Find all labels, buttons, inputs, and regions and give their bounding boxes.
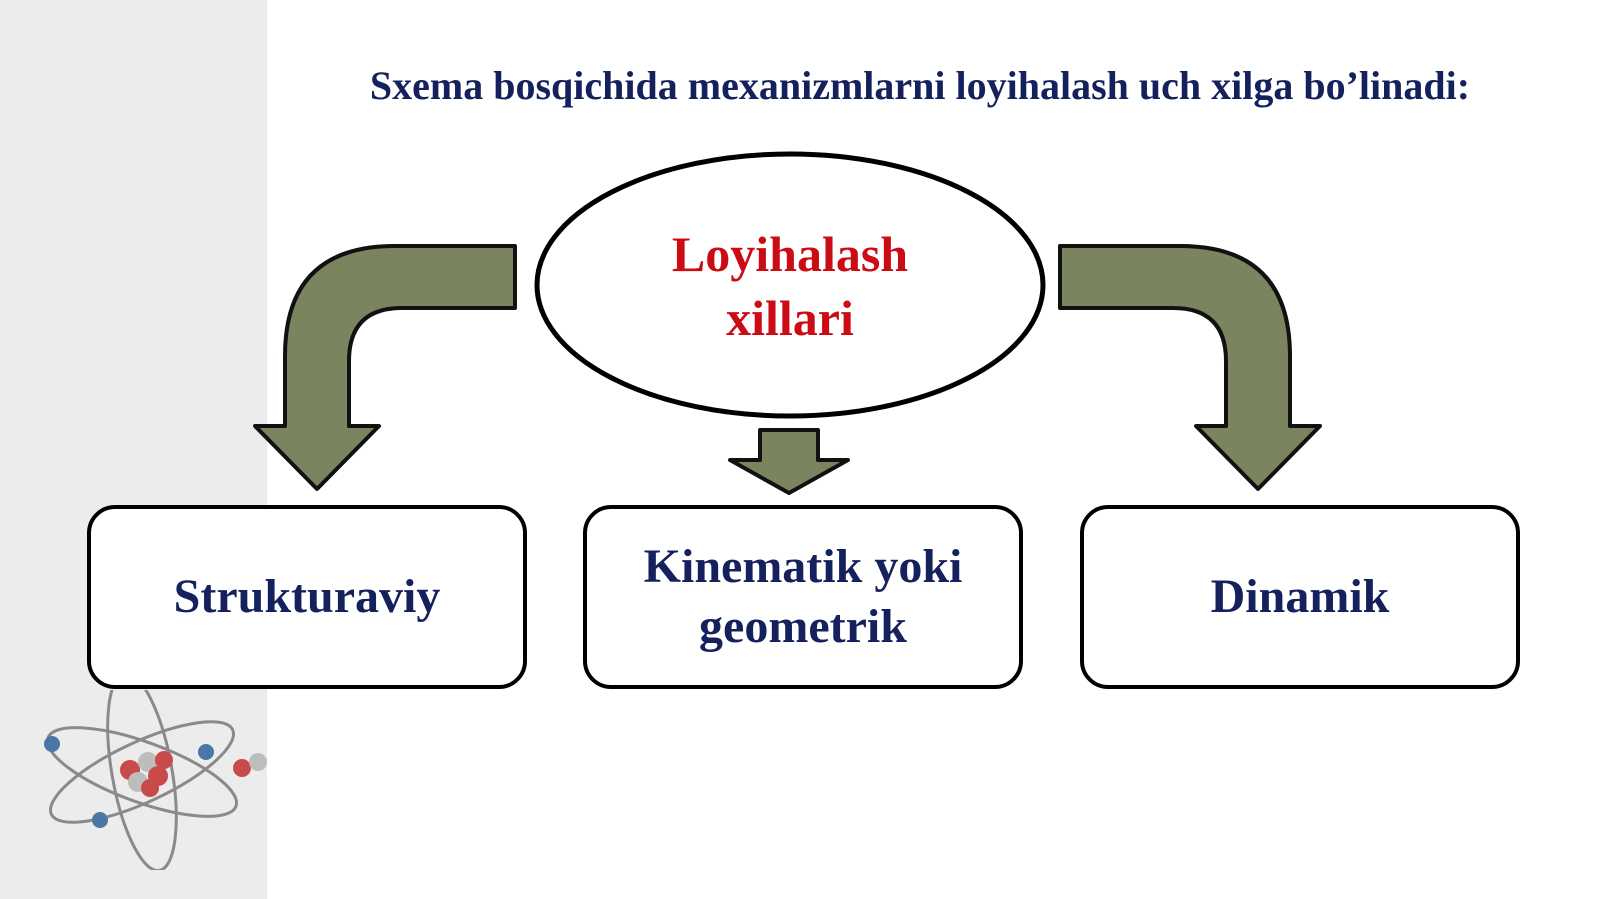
box-dynamic-line1: Dinamik (1210, 570, 1390, 623)
center-ellipse (534, 151, 1046, 419)
atom-icon (44, 690, 267, 870)
box-dynamic: Dinamik (1080, 505, 1520, 689)
slide-title: Sxema bosqichida mexanizmlarni loyihalas… (369, 63, 1471, 108)
box-structural: Strukturaviy (87, 505, 527, 689)
left-curved-arrow (253, 244, 517, 491)
box-kinematic: Kinematik yoki geometrik (583, 505, 1023, 689)
center-label: Loyihalash xillari (560, 222, 1020, 350)
center-label-line2: xillari (726, 290, 854, 346)
box-kinematic-line2: geometrik (699, 600, 907, 653)
center-down-arrow (728, 428, 850, 495)
right-curved-arrow (1058, 244, 1322, 491)
box-structural-line1: Strukturaviy (173, 570, 441, 623)
box-kinematic-line1: Kinematik yoki (643, 540, 963, 593)
center-label-line1: Loyihalash (671, 226, 909, 282)
left-decorative-band (0, 0, 267, 899)
